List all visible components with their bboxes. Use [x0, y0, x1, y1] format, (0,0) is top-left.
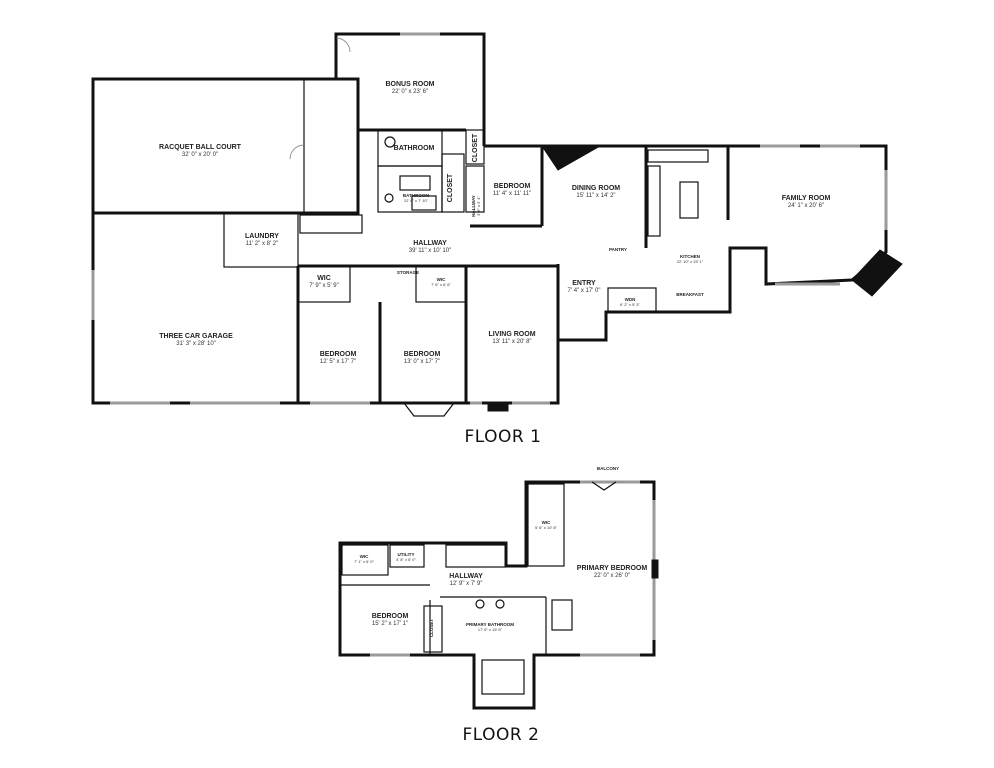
room-label: RACQUET BALL COURT [159, 144, 242, 151]
room-dims: 7' 9" x 5' 9" [309, 283, 339, 289]
room-label: KITCHEN [680, 254, 700, 259]
room-dims: 39' 11" x 10' 10" [409, 248, 451, 254]
room-label: FAMILY ROOM [782, 195, 831, 202]
floor-1-title: FLOOR 1 [465, 427, 542, 447]
room-label: BREAKFAST [676, 292, 704, 297]
room-label: BEDROOM [320, 351, 357, 358]
room-dims: 7' 6" x 6' 6" [431, 282, 451, 287]
room-label: BEDROOM [404, 351, 441, 358]
room-label: WIC [437, 277, 446, 282]
room-label: THREE CAR GARAGE [159, 333, 233, 340]
room-dims: 5' 6" x 10' 8" [535, 525, 558, 530]
room-label: CLOSET [472, 133, 479, 162]
fireplace-icon [541, 145, 602, 171]
room-label: ENTRY [572, 280, 596, 287]
room-label: LIVING ROOM [488, 331, 535, 338]
room-label: HALLWAY [471, 195, 476, 217]
floor-1-labels: BONUS ROOM 22' 0" x 23' 6" RACQUET BALL … [159, 81, 830, 447]
room-label: DINING ROOM [572, 185, 620, 192]
room-dims: 13' 11" x 20' 8" [492, 339, 531, 345]
room-label: PRIMARY BEDROOM [577, 565, 648, 572]
room-label: CLOSET [447, 173, 454, 202]
room-dims: 12' 9" x 7' 9" [450, 581, 483, 587]
room-dims: 32' 0" x 20' 0" [182, 152, 218, 158]
floor-2-labels: BALCONY WIC 5' 6" x 10' 8" PRIMARY BEDRO… [354, 466, 647, 745]
room-label: LAUNDRY [245, 233, 279, 240]
room-dims: 31' 3" x 28' 10" [176, 341, 216, 347]
fireplace-icon-2 [851, 249, 903, 297]
floor-2-plan [338, 480, 659, 710]
room-dims: 22' 0" x 23' 6" [392, 89, 428, 95]
floor-2-title: FLOOR 2 [463, 725, 540, 745]
room-dims: 11' 4" x 11' 11" [493, 191, 531, 197]
room-label: UTILITY [398, 552, 415, 557]
room-dims: 15' 11" x 14' 2" [576, 193, 615, 199]
room-label: WDN [625, 297, 636, 302]
floor-2-walls [338, 480, 656, 710]
room-dims: 7' 4" x 17' 0" [568, 288, 601, 294]
room-label: CLOSET [429, 619, 434, 638]
room-dims: 7' 1" x 6' 0" [354, 559, 374, 564]
room-dims: 4' 8" x 6' 0" [396, 557, 416, 562]
room-dims: 15' 2" x 17' 1" [372, 621, 408, 627]
kitchen-family-walls [646, 144, 888, 314]
room-label: HALLWAY [413, 240, 447, 247]
room-label: BALCONY [597, 466, 619, 471]
room-dims: 17' 6" x 15' 6" [478, 627, 503, 632]
room-label: HALLWAY [449, 573, 483, 580]
room-dims: 6' 2" x 5' 3" [620, 302, 640, 307]
room-dims: 12' 8" x 7' 10" [404, 198, 429, 203]
room-label: WIC [317, 275, 331, 282]
room-dims: 24' 1" x 20' 6" [788, 203, 824, 209]
room-label: WIC [360, 554, 369, 559]
room-label: BEDROOM [494, 183, 531, 190]
room-label: STORAGE [397, 270, 419, 275]
room-dims: 22' 0" x 26' 0" [594, 573, 630, 579]
room-dims: 22' 10" x 25' 1" [677, 259, 704, 264]
room-dims: 3' 6" x 5' 4" [476, 196, 481, 216]
room-dims: 13' 0" x 17' 7" [404, 359, 440, 365]
room-dims: 12' 5" x 17' 7" [320, 359, 356, 365]
room-label: PRIMARY BATHROOM [466, 622, 514, 627]
room-label: PANTRY [609, 247, 627, 252]
room-label: BATHROOM [403, 193, 429, 198]
floor-1-plan [91, 32, 903, 417]
room-dims: 11' 2" x 8' 2" [246, 241, 278, 247]
room-label: WIC [542, 520, 551, 525]
room-label: BONUS ROOM [386, 81, 435, 88]
room-label: BATHROOM [394, 145, 435, 152]
room-label: BEDROOM [372, 613, 409, 620]
